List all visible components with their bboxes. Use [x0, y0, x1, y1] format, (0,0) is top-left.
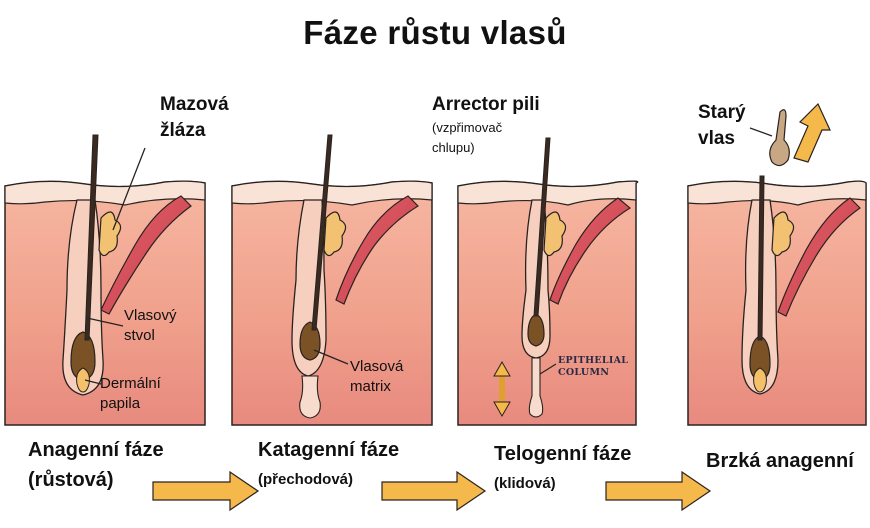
hair-shaft: [311, 134, 333, 331]
epidermis: [457, 180, 639, 206]
label-arrector-pili: Arrector pili: [432, 94, 540, 115]
label-hair-shaft: Vlasový stvol: [124, 307, 177, 344]
pointer-old-hair: [749, 127, 773, 137]
epidermis: [4, 180, 206, 206]
pointer-matrix: [313, 349, 349, 365]
club-hair: [527, 313, 545, 347]
epidermis: [687, 180, 867, 206]
up-arrow-icon: [793, 102, 831, 163]
label-sebaceous-gland: Mazová žláza: [160, 94, 229, 141]
stage-name-anagen: Anagenní fáze: [28, 439, 164, 461]
hair-bulb: [299, 321, 321, 361]
arrow-icon-1: [152, 470, 260, 512]
panel-anagen: [4, 134, 206, 426]
papilla-stalk: [299, 375, 321, 419]
label-dermal-papilla: Dermální papila: [100, 375, 161, 412]
arrector-muscle: [549, 197, 632, 305]
label-arrector-pili-sub: (vzpřimovač chlupu): [432, 120, 503, 155]
sebaceous-gland: [323, 211, 347, 257]
pointer-epithelial: [539, 363, 557, 375]
label-hair-matrix: Vlasová matrix: [350, 358, 404, 395]
pointer-papilla: [84, 379, 102, 385]
sebaceous-gland: [771, 211, 795, 257]
double-arrow-icon: [493, 360, 511, 418]
arrow-icon-3: [605, 470, 712, 512]
stage-name-early-anagen: Brzká anagenní: [706, 450, 854, 472]
pointer-shaft: [86, 317, 124, 327]
epithelial-column: [528, 357, 544, 418]
label-old-hair: Starý vlas: [698, 102, 746, 149]
arrow-icon-2: [381, 470, 487, 512]
panel-catagen: [231, 134, 433, 426]
stage-name-catagen: Katagenní fáze: [258, 439, 400, 461]
stage-sub-catagen: (přechodová): [258, 471, 354, 488]
panel-early-anagen: [687, 102, 867, 426]
stage-sub-telogen: (klidová): [494, 475, 556, 492]
dermal-papilla: [753, 367, 767, 393]
hair-shaft: [533, 137, 551, 317]
panel-telogen: [457, 137, 639, 426]
dermal-papilla: [76, 367, 90, 393]
hair-shaft: [84, 134, 99, 341]
old-hair: [769, 109, 790, 167]
pointer-gland: [112, 147, 146, 231]
arrector-muscle: [777, 197, 861, 317]
stage-name-telogen: Telogenní fáze: [494, 443, 632, 465]
stage-sub-anagen: (růstová): [28, 469, 114, 491]
arrector-muscle: [335, 195, 419, 305]
arrector-muscle: [100, 195, 192, 315]
sebaceous-gland: [543, 211, 567, 257]
epidermis: [231, 180, 433, 206]
diagram-title: Fáze růstu vlasů: [303, 14, 567, 51]
label-epithelial-column: EPITHELIAL COLUMN: [558, 355, 629, 378]
new-hair-shaft: [757, 175, 765, 341]
